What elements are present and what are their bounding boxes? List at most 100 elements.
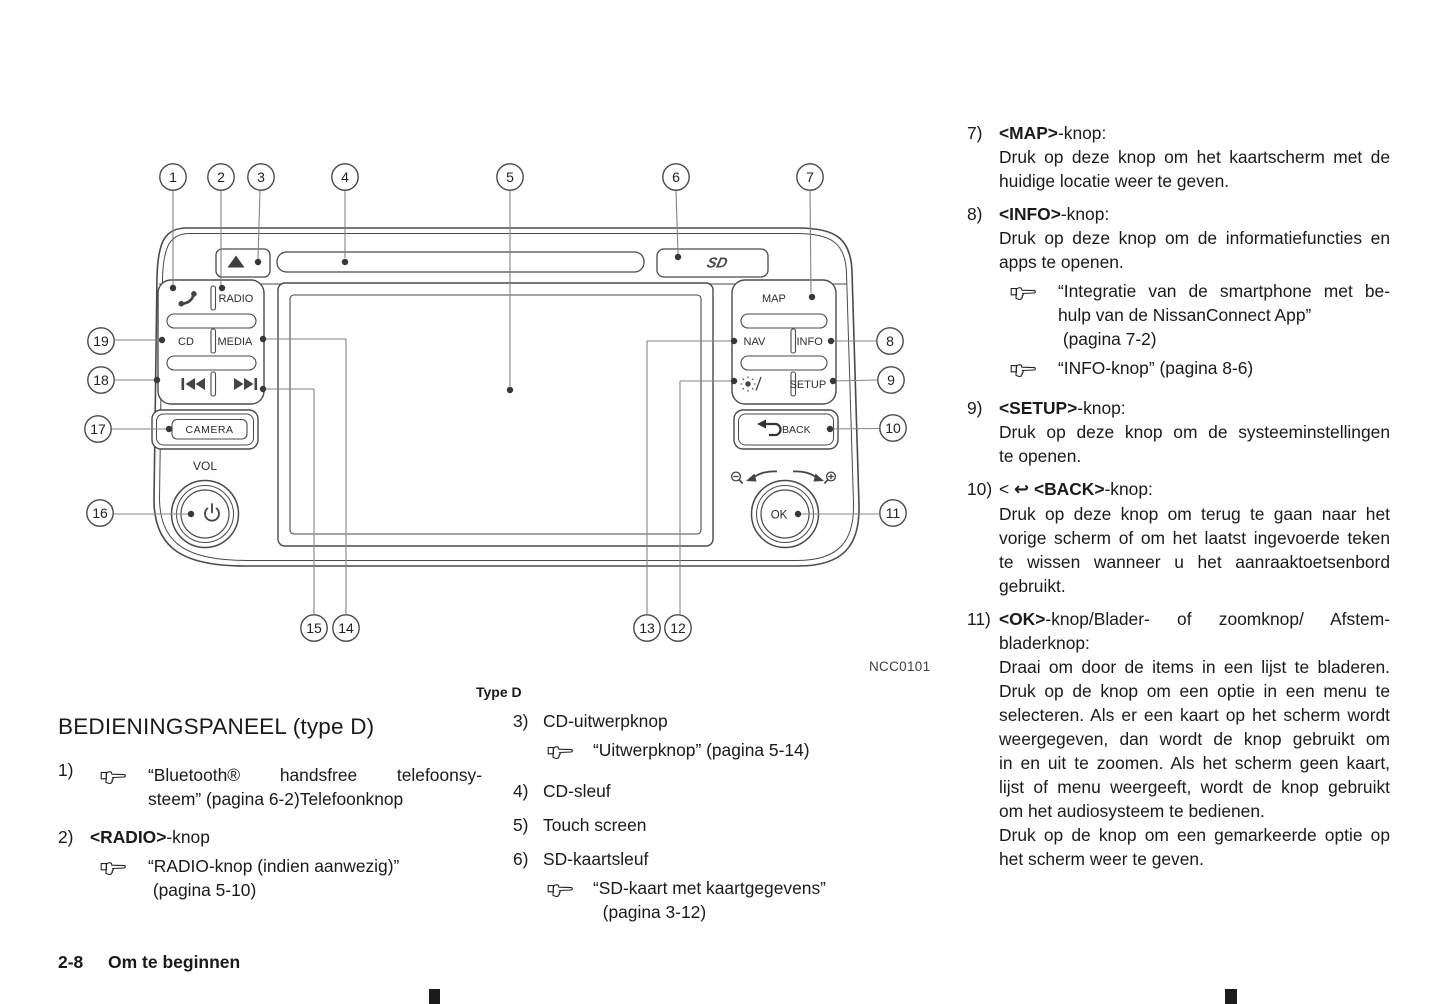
callout-8: 8 xyxy=(876,327,904,355)
text-line: te wissen wanneer u het aanraaktoetsenbo… xyxy=(999,552,1390,572)
item-content: <INFO>-knop:Druk op deze knop om de info… xyxy=(999,202,1390,387)
figure-caption: Type D xyxy=(476,684,522,700)
power-icon xyxy=(204,503,220,522)
item-number: 8) xyxy=(967,204,983,224)
callout-number: 7 xyxy=(806,169,814,185)
callout-11: 11 xyxy=(879,499,907,527)
item-number: 6) xyxy=(513,849,529,869)
bold-text-segment: <SETUP> xyxy=(999,398,1078,418)
manual-item-3: 3) CD-uitwerpknop “Uitwerpknop” (pagina 5-… xyxy=(513,709,895,769)
item-content: Touch screen xyxy=(543,813,895,837)
cd-button-label: CD xyxy=(178,336,194,348)
seek-forward-icon xyxy=(234,378,258,390)
text-line: <OK>-knop/Blader- of zoomknop/ Afstem- xyxy=(999,607,1390,631)
text-line: SD-kaartsleuf xyxy=(543,847,895,871)
ok-knob: OK xyxy=(730,470,837,549)
map-button-label: MAP xyxy=(762,293,786,305)
item-number: 5) xyxy=(513,815,529,835)
text-line: Druk op deze knop om de informatiefuncti… xyxy=(999,228,1390,248)
pointing-hand-icon xyxy=(1010,356,1058,382)
text-line: Draai om door de items in een lijst te b… xyxy=(999,657,1390,677)
column-left: 1)“Bluetooth® handsfree telefoonsy-steem… xyxy=(58,758,482,916)
page-footer: 2-8 Om te beginnen xyxy=(58,952,240,973)
callout-number: 8 xyxy=(886,333,894,349)
text-segment: CD-uitwerpknop xyxy=(543,711,668,731)
item-content: <RADIO>-knop “RADIO-knop (indien aanwezig… xyxy=(90,825,482,907)
item-content: < ↩ <BACK>-knop:Druk op deze knop om ter… xyxy=(999,477,1390,598)
text-line: Touch screen xyxy=(543,813,895,837)
callout-14: 14 xyxy=(332,614,360,642)
text-line: (pagina 3-12) xyxy=(593,902,707,922)
callout-4: 4 xyxy=(331,163,359,191)
callout-number: 2 xyxy=(217,169,225,185)
manual-item-4: 4)CD-sleuf xyxy=(513,779,895,803)
callout-19: 19 xyxy=(87,327,115,355)
callout-12: 12 xyxy=(664,614,692,642)
text-segment: -knop/Blader- of zoomknop/ Afstem- xyxy=(1045,609,1390,629)
text-line: (pagina 5-10) xyxy=(148,880,257,900)
volume-knob: VOL xyxy=(170,459,240,549)
footer-section-title: Om te beginnen xyxy=(108,952,241,972)
text-line: bladerknop: xyxy=(999,631,1390,655)
left-button-panel: RADIO CD MEDIA xyxy=(157,279,265,405)
zoom-in-icon xyxy=(823,471,837,484)
text-line: gebruikt. xyxy=(999,576,1066,596)
text-line: te openen. xyxy=(999,446,1082,466)
radio-button-label: RADIO xyxy=(219,293,254,305)
text-line: vorige scherm of om het laatst ingevoerd… xyxy=(999,528,1390,548)
text-segment: -knop: xyxy=(1104,479,1153,499)
cross-reference: “SD-kaart met kaartgegevens” (pagina 3-1… xyxy=(547,876,895,924)
brightness-icon xyxy=(740,376,772,392)
callout-number: 4 xyxy=(341,169,349,185)
callout-number: 19 xyxy=(93,333,109,349)
callout-5: 5 xyxy=(496,163,524,191)
callout-6: 6 xyxy=(662,163,690,191)
item-content: <OK>-knop/Blader- of zoomknop/ Afstem-bl… xyxy=(999,607,1390,871)
cross-reference: “RADIO-knop (indien aanwezig)” (pagina 5… xyxy=(100,854,482,902)
zoom-out-icon xyxy=(730,471,744,484)
top-slot-strip: SD xyxy=(215,248,769,278)
pointing-hand-icon xyxy=(1010,279,1058,305)
nav-button-label: NAV xyxy=(744,336,766,348)
callout-13: 13 xyxy=(633,614,661,642)
callout-number: 10 xyxy=(885,420,901,436)
touch-screen xyxy=(277,282,714,547)
reference-text: “Bluetooth® handsfree telefoonsy-steem” … xyxy=(148,763,482,811)
rotate-left-arrow xyxy=(752,470,778,479)
cross-reference: “Uitwerpknop” (pagina 5-14) xyxy=(547,738,895,764)
callout-number: 15 xyxy=(306,620,322,636)
camera-button-label: CAMERA xyxy=(186,424,234,436)
item-number: 3) xyxy=(513,711,529,731)
manual-item-6: 6) SD-kaartsleuf “SD-kaart met kaartgegeve… xyxy=(513,847,895,929)
text-line: “INFO-knop” (pagina 8-6) xyxy=(1058,358,1254,378)
text-line: Druk op de knop om een gemarkeerde optie… xyxy=(999,825,1390,845)
callout-number: 14 xyxy=(338,620,354,636)
text-line: <MAP>-knop: xyxy=(999,121,1390,145)
back-button: BACK xyxy=(733,409,839,450)
callout-number: 9 xyxy=(887,372,895,388)
callout-1: 1 xyxy=(159,163,187,191)
item-number: 9) xyxy=(967,398,983,418)
right-button-panel: MAP NAV INFO SETUP xyxy=(731,279,837,405)
column-middle: 3) CD-uitwerpknop “Uitwerpknop” (pagina 5-… xyxy=(513,709,895,939)
text-line: apps te openen. xyxy=(999,252,1124,272)
text-segment: Touch screen xyxy=(543,815,647,835)
cross-reference: “Integratie van de smartphone met be-hul… xyxy=(1010,279,1390,351)
text-line: <RADIO>-knop xyxy=(90,825,482,849)
setup-button-label: SETUP xyxy=(790,379,827,391)
vol-label: VOL xyxy=(193,459,217,473)
pointing-hand-icon xyxy=(547,738,593,764)
cross-reference: “INFO-knop” (pagina 8-6) xyxy=(1010,356,1390,382)
callout-16: 16 xyxy=(86,499,114,527)
manual-item-7: 7)<MAP>-knop:Druk op deze knop om het ka… xyxy=(967,121,1390,193)
callout-2: 2 xyxy=(207,163,235,191)
reference-text: “RADIO-knop (indien aanwezig)” (pagina 5… xyxy=(148,854,482,902)
item-content: SD-kaartsleuf “SD-kaart met kaartgegevens… xyxy=(543,847,895,929)
page-number: 2-8 xyxy=(58,952,84,972)
rotate-right-arrow xyxy=(792,470,818,479)
callout-15: 15 xyxy=(300,614,328,642)
text-line: lijst of menu weergeeft, wordt de knop g… xyxy=(999,777,1390,797)
seek-back-icon xyxy=(181,378,205,390)
callout-number: 1 xyxy=(169,169,177,185)
